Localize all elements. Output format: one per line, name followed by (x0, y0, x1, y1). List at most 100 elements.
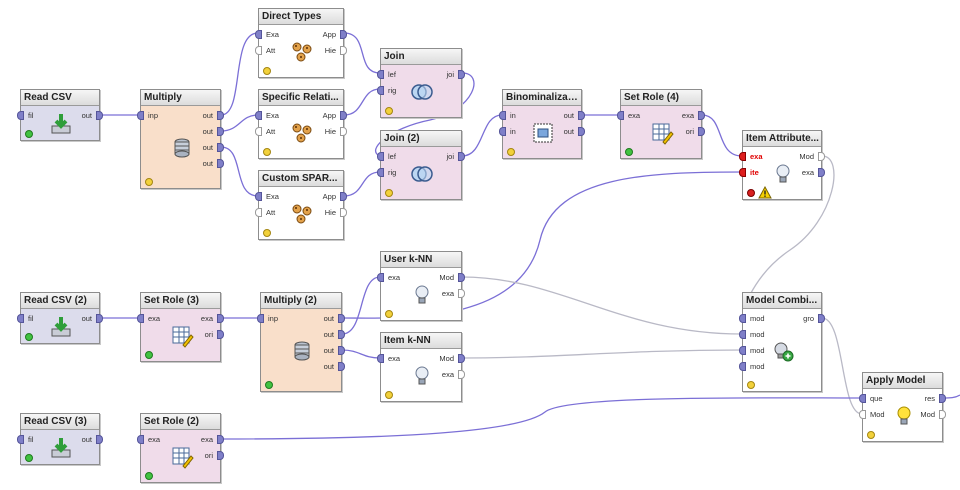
output-port[interactable] (578, 127, 585, 136)
input-port[interactable] (377, 152, 384, 161)
wire-direct-join[interactable] (343, 32, 381, 74)
input-port[interactable] (257, 314, 264, 323)
output-port[interactable] (340, 127, 347, 136)
input-port[interactable] (739, 152, 746, 161)
wire-setrole4-itemattr[interactable] (701, 114, 743, 157)
input-port[interactable] (499, 127, 506, 136)
output-port[interactable] (458, 273, 465, 282)
output-port[interactable] (338, 330, 345, 339)
output-port[interactable] (939, 410, 946, 419)
input-port[interactable] (137, 314, 144, 323)
output-port[interactable] (217, 435, 224, 444)
output-port[interactable] (340, 192, 347, 201)
input-port[interactable] (137, 435, 144, 444)
output-port[interactable] (458, 289, 465, 298)
input-port[interactable] (377, 86, 384, 95)
wire-multiply-custom[interactable] (220, 146, 259, 197)
input-port[interactable] (17, 314, 24, 323)
input-port[interactable] (255, 192, 262, 201)
wire-multiply-direct[interactable] (220, 32, 259, 116)
output-port[interactable] (96, 314, 103, 323)
input-port[interactable] (255, 208, 262, 217)
wire-userknn-combiner[interactable] (461, 276, 743, 335)
output-port[interactable] (338, 362, 345, 371)
input-port[interactable] (617, 111, 624, 120)
input-port[interactable] (255, 46, 262, 55)
output-port[interactable] (217, 111, 224, 120)
output-port[interactable] (698, 111, 705, 120)
input-port[interactable] (739, 314, 746, 323)
output-port[interactable] (217, 314, 224, 323)
wire-join2-binom[interactable] (461, 114, 503, 157)
wire-specific-joinright[interactable] (343, 88, 381, 116)
input-port[interactable] (255, 127, 262, 136)
input-port[interactable] (739, 362, 746, 371)
input-port[interactable] (739, 168, 746, 177)
input-port[interactable] (17, 111, 24, 120)
input-port[interactable] (859, 410, 866, 419)
output-port[interactable] (217, 330, 224, 339)
output-port[interactable] (340, 111, 347, 120)
output-port[interactable] (458, 370, 465, 379)
input-port[interactable] (377, 354, 384, 363)
output-port[interactable] (340, 30, 347, 39)
input-port[interactable] (137, 111, 144, 120)
wire-setrole2-apply[interactable] (220, 397, 863, 440)
output-port[interactable] (698, 127, 705, 136)
output-port[interactable] (818, 314, 825, 323)
wire-multiply2-userknn[interactable] (341, 276, 381, 335)
input-port[interactable] (859, 394, 866, 403)
output-port[interactable] (217, 143, 224, 152)
input-port[interactable] (377, 273, 384, 282)
input-port[interactable] (255, 30, 262, 39)
input-port[interactable] (255, 111, 262, 120)
output-port[interactable] (340, 46, 347, 55)
output-port[interactable] (338, 314, 345, 323)
output-port[interactable] (217, 451, 224, 460)
output-port[interactable] (458, 70, 465, 79)
wire-multiply-specific[interactable] (220, 114, 259, 132)
input-port[interactable] (499, 111, 506, 120)
wire-itemknn-combiner[interactable] (461, 349, 743, 359)
output-port[interactable] (458, 354, 465, 363)
output-port[interactable] (458, 152, 465, 161)
input-port[interactable] (739, 330, 746, 339)
wire-multiply2-itemknn[interactable] (341, 349, 381, 359)
output-port[interactable] (818, 168, 825, 177)
output-port[interactable] (340, 208, 347, 217)
wire-combiner-apply[interactable] (821, 317, 863, 415)
output-port[interactable] (818, 152, 825, 161)
output-port[interactable] (217, 127, 224, 136)
input-port[interactable] (377, 168, 384, 177)
input-port[interactable] (17, 435, 24, 444)
wire-custom-join2[interactable] (343, 171, 381, 197)
input-port[interactable] (377, 70, 384, 79)
output-port[interactable] (338, 346, 345, 355)
input-port[interactable] (739, 346, 746, 355)
output-port[interactable] (578, 111, 585, 120)
output-port[interactable] (939, 394, 946, 403)
output-port[interactable] (96, 435, 103, 444)
output-port[interactable] (217, 159, 224, 168)
wire-joinout-join2[interactable] (374, 72, 475, 157)
output-port[interactable] (96, 111, 103, 120)
